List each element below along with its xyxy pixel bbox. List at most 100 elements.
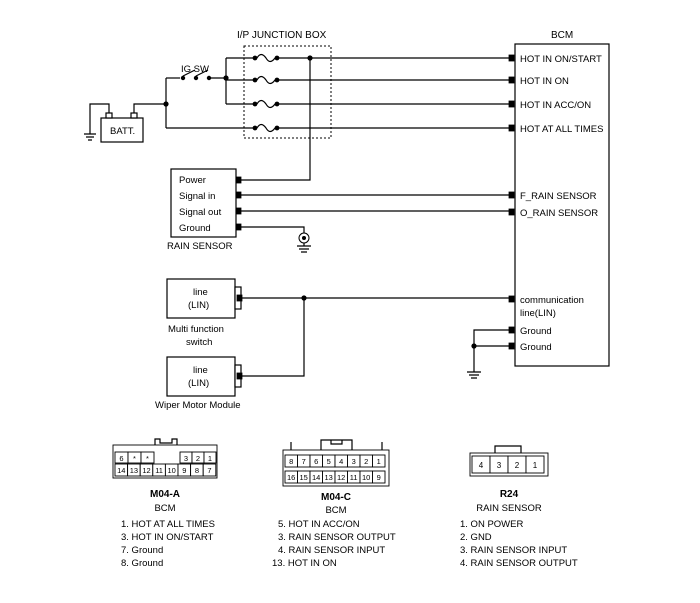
ignition-switch [166,69,212,81]
m04a-pin-7: 7. Ground [121,545,163,556]
m04a-bottom-12: 12 [142,466,150,475]
m04a-bottom-14: 14 [117,466,125,475]
mfs-line: line [193,287,208,298]
bcm-pin-f-rain-sensor: F_RAIN SENSOR [520,191,597,202]
rain-sensor-pin-signal-out: Signal out [179,207,222,218]
m04c-name: BCM [325,505,346,516]
m04c-code: M04-C [321,492,351,503]
battery-positive-wire [133,103,166,113]
r24-top-2: 2 [515,461,520,470]
m04c-top-2: 2 [364,457,368,466]
r24-pin-3: 3. RAIN SENSOR INPUT [460,545,567,556]
m04c-bottom-cells: 16 15 14 13 12 11 10 9 [284,470,386,484]
m04c-bottom-14: 14 [312,473,320,482]
r24-code: R24 [500,489,519,500]
fuses [252,53,280,133]
rain-sensor-pins [235,176,242,231]
m04a-pin-1: 1. HOT AT ALL TIMES [121,519,215,530]
bcm-pin-hot-in-acc-on: HOT IN ACC/ON [520,100,591,111]
m04c-pin-5: 5. HOT IN ACC/ON [278,519,360,530]
m04a-bottom-9: 9 [182,466,186,475]
connector-m04c: 8 7 6 5 4 3 2 1 16 15 14 13 12 11 10 9 [282,439,390,487]
m04a-top-cells: 6 * * 3 2 1 [114,451,217,464]
rain-sensor-pin-power: Power [179,175,206,186]
mfs-label-1: Multi function [168,324,224,335]
m04c-bottom-12: 12 [337,473,345,482]
bcm-connector-pins [508,54,515,350]
m04c-top-6: 6 [314,457,318,466]
ig-sw-label: IG SW [181,64,209,75]
bcm-pin-ground-2: Ground [520,342,552,353]
rain-sensor-ground-icon [297,232,311,253]
bcm-pin-hot-at-all-times: HOT AT ALL TIMES [520,124,603,135]
wiper-lin: (LIN) [188,378,209,389]
m04c-pin-13: 13. HOT IN ON [272,558,337,569]
wiper-label: Wiper Motor Module [155,400,241,411]
m04c-top-7: 7 [302,457,306,466]
bcm-pin-communication: communication [520,295,584,306]
junction-box-title: I/P JUNCTION BOX [237,30,327,41]
bcm-ground-icon [467,371,481,379]
m04c-bottom-9: 9 [377,473,381,482]
r24-top-3: 3 [497,461,502,470]
m04c-top-5: 5 [327,457,331,466]
m04c-top-1: 1 [377,457,381,466]
m04a-code: M04-A [150,489,180,500]
m04c-bottom-10: 10 [362,473,370,482]
m04c-bottom-11: 11 [350,473,358,482]
mfs-label-2: switch [186,337,212,348]
m04c-bottom-15: 15 [300,473,308,482]
r24-pin-2: 2. GND [460,532,492,543]
m04a-pin-8: 8. Ground [121,558,163,569]
battery-label: BATT. [110,126,135,137]
m04a-bottom-10: 10 [168,466,176,475]
rain-sensor-pin-signal-in: Signal in [179,191,215,202]
r24-name: RAIN SENSOR [476,503,542,514]
bcm-pin-hot-in-on: HOT IN ON [520,76,569,87]
m04c-top-cells: 8 7 6 5 4 3 2 1 [284,454,386,468]
m04a-top-star-1: * [133,454,136,463]
m04a-name: BCM [154,503,175,514]
r24-pin-4: 4. RAIN SENSOR OUTPUT [460,558,578,569]
connector-m04a: 6 * * 3 2 1 14 13 12 11 10 9 8 7 [112,438,218,479]
bcm-pin-line-lin: line(LIN) [520,308,556,319]
m04a-bottom-7: 7 [207,466,211,475]
m04a-bottom-8: 8 [195,466,199,475]
m04a-bottom-cells: 14 13 12 11 10 9 8 7 [114,463,217,477]
m04c-bottom-16: 16 [287,473,295,482]
m04c-top-4: 4 [339,457,343,466]
m04c-top-3: 3 [352,457,356,466]
m04c-pin-3: 3. RAIN SENSOR OUTPUT [278,532,396,543]
junction-box-outline [243,45,332,139]
m04a-top-2: 2 [196,454,200,463]
m04a-bottom-11: 11 [155,466,163,475]
mfs-lin: (LIN) [188,300,209,311]
m04c-pin-4: 4. RAIN SENSOR INPUT [278,545,385,556]
connector-r24: 4 3 2 1 [469,445,549,477]
multi-function-switch-box [166,278,236,319]
battery: BATT. [100,112,144,143]
wiper-motor-module-box [166,356,236,397]
m04c-bottom-13: 13 [325,473,333,482]
bcm-box [514,43,610,367]
m04a-top-6: 6 [119,454,123,463]
r24-top-4: 4 [479,461,484,470]
bcm-title: BCM [551,30,573,41]
bcm-pin-ground-1: Ground [520,326,552,337]
bcm-pin-o-rain-sensor: O_RAIN SENSOR [520,208,598,219]
rain-sensor-pin-ground: Ground [179,223,211,234]
bcm-pin-hot-in-on-start: HOT IN ON/START [520,54,602,65]
rain-sensor-label: RAIN SENSOR [167,241,233,252]
r24-pin-1: 1. ON POWER [460,519,523,530]
r24-top-1: 1 [533,461,538,470]
m04a-top-3: 3 [184,454,188,463]
m04a-bottom-13: 13 [130,466,138,475]
m04a-pin-3: 3. HOT IN ON/START [121,532,214,543]
m04a-top-star-2: * [146,454,149,463]
rain-sensor-box [170,168,237,238]
battery-ground-icon [84,103,110,141]
m04a-top-1: 1 [208,454,212,463]
wiper-line: line [193,365,208,376]
m04c-top-8: 8 [289,457,293,466]
